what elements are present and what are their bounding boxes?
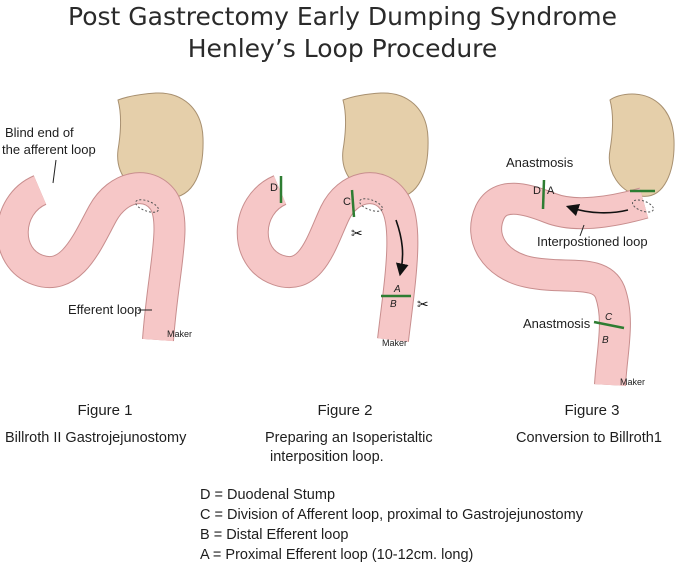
- figure-1-caption: Billroth II Gastrojejunostomy: [5, 430, 187, 446]
- label-a: A: [547, 185, 555, 197]
- figure-1-drawing: [0, 92, 204, 342]
- suture-cb: [593, 320, 625, 330]
- figure-2-caption-2: interposition loop.: [270, 449, 384, 465]
- anastomosis-dashed: [359, 198, 383, 212]
- stomach-shape: [608, 93, 675, 197]
- anastomosis-dashed: [135, 199, 159, 213]
- anastomosis-dashed: [632, 199, 654, 213]
- legend-item: A = Proximal Efferent loop (10-12cm. lon…: [200, 547, 474, 563]
- maker-label: Maker: [620, 377, 645, 387]
- label-d: D: [270, 182, 278, 194]
- figure-3-drawing: [470, 93, 675, 387]
- efferent-loop-label: Efferent loop: [68, 302, 141, 317]
- figure-2-drawing: ✂ ✂: [236, 92, 429, 342]
- figure-2-label: Figure 2: [317, 402, 373, 419]
- figure-3-label: Figure 3: [564, 402, 620, 419]
- title-line-2: Henley’s Loop Procedure: [187, 34, 498, 63]
- stomach-shape: [117, 92, 204, 199]
- label-c: C: [343, 196, 351, 208]
- stomach-shape: [342, 92, 429, 199]
- legend-item: D = Duodenal Stump: [200, 487, 336, 503]
- label-a: A: [393, 284, 401, 295]
- suture-da: [541, 179, 546, 210]
- label-d: D: [533, 185, 541, 197]
- scissors-icon: ✂: [351, 225, 363, 241]
- label-c: C: [605, 312, 613, 323]
- direction-arrow: [395, 219, 409, 277]
- legend-item: C = Division of Afferent loop, proximal …: [200, 507, 583, 523]
- figure-3-caption: Conversion to Billroth1: [516, 430, 662, 446]
- scissors-icon: ✂: [417, 296, 429, 312]
- direction-arrow: [565, 203, 629, 217]
- suture-c: [350, 189, 356, 218]
- maker-label: Maker: [167, 329, 192, 339]
- anastomosis-bottom-label: Anastmosis: [523, 316, 591, 331]
- maker-label: Maker: [382, 338, 407, 348]
- label-b: B: [390, 299, 397, 310]
- figure-2-caption-1: Preparing an Isoperistaltic: [265, 430, 433, 446]
- label-b: B: [602, 335, 609, 346]
- blind-end-label-2: the afferent loop: [2, 142, 96, 157]
- blind-end-label-1: Blind end of: [5, 125, 74, 140]
- title-line-1: Post Gastrectomy Early Dumping Syndrome: [68, 2, 617, 31]
- anastomosis-top-label: Anastmosis: [506, 155, 574, 170]
- interposed-loop-label: Interpostioned loop: [537, 234, 648, 249]
- figure-1-label: Figure 1: [77, 402, 133, 419]
- legend-item: B = Distal Efferent loop: [200, 527, 349, 543]
